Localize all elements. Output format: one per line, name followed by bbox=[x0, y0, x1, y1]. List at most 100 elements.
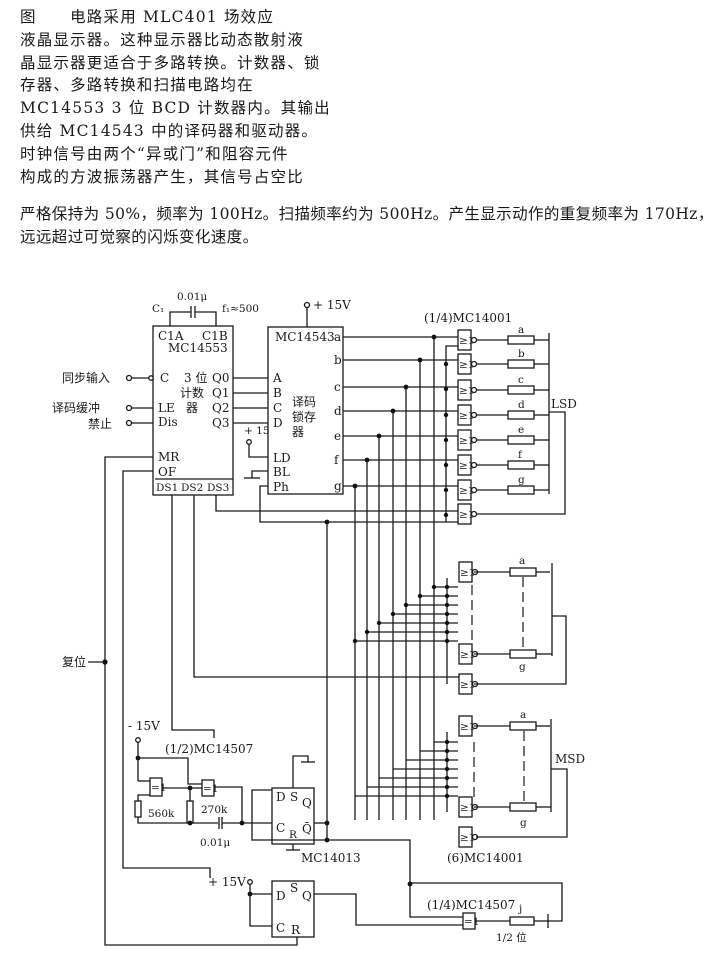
para-line: 液晶显示器。这种显示器比动态散射液 bbox=[20, 30, 304, 49]
neg-supply-label: - 15V bbox=[128, 719, 160, 733]
junction-dot bbox=[444, 766, 450, 772]
seg-out-b: b bbox=[334, 353, 342, 367]
lsd-resistor-d bbox=[507, 410, 535, 420]
osc-cap-label: 0.01μ bbox=[200, 837, 230, 849]
counter-name: MC14553 bbox=[168, 341, 228, 355]
junction-dot bbox=[390, 611, 396, 617]
inverter-bubble bbox=[470, 486, 478, 494]
nor-gate-symbol: ≥1 bbox=[459, 410, 474, 422]
nor-gate-symbol: ≥1 bbox=[460, 832, 475, 844]
lsd-seg-label: c bbox=[518, 374, 524, 386]
junction-dot bbox=[444, 775, 450, 781]
decode-buffer-label: 译码缓冲 bbox=[52, 400, 100, 415]
pin-c1b-label: C1B bbox=[202, 329, 228, 343]
junction-dot bbox=[444, 584, 450, 590]
lsd-label: LSD bbox=[551, 397, 577, 411]
junction-dot bbox=[444, 638, 450, 644]
external-inputs: 同步输入 译码缓冲 禁止 bbox=[52, 370, 154, 431]
xor-gate-2: =1 bbox=[203, 783, 218, 795]
nor-gate-symbol: ≥1 bbox=[459, 359, 474, 371]
decoder-chip: MC14543 + 15V A B C D LD BL Ph 译码 锁存 器 a… bbox=[244, 298, 460, 523]
decoder-supply-label: + 15V bbox=[313, 298, 351, 312]
pin-mr-label: MR bbox=[158, 450, 180, 464]
para-line: 供给 MC14543 中的译码器和驱动器。 bbox=[20, 121, 319, 140]
half-digit-label: 1/2 位 bbox=[496, 931, 527, 944]
junction-dot bbox=[376, 433, 382, 439]
pin-q3-label: Q3 bbox=[212, 416, 229, 430]
junction-dot bbox=[444, 739, 450, 745]
msd-display: a g MSD bbox=[473, 709, 585, 838]
cap-value-label: 0.01μ bbox=[177, 291, 207, 303]
seg-out-d: d bbox=[334, 404, 342, 418]
junction-dot bbox=[431, 334, 437, 340]
junction-dot bbox=[403, 602, 409, 608]
segment-bus bbox=[343, 334, 460, 820]
nor-gate-symbol: ≥1 bbox=[459, 485, 474, 497]
junction-dot bbox=[444, 784, 450, 790]
junction-dot bbox=[443, 487, 449, 493]
junction-dot bbox=[444, 593, 450, 599]
lsd-seg-label: e bbox=[518, 424, 524, 436]
r2-label: 270k bbox=[201, 804, 228, 816]
lsd-resistor-a bbox=[507, 335, 535, 345]
lsd-resistor-g bbox=[507, 485, 535, 495]
pin-ds2-label: DS2 bbox=[181, 482, 203, 494]
junction-dot bbox=[364, 629, 370, 635]
para-line: MC14553 3 位 BCD 计数器内。其输出 bbox=[20, 99, 331, 118]
junction-dot bbox=[444, 602, 450, 608]
para-line: 存器、多路转换和扫描电路均在 bbox=[20, 76, 254, 95]
decoder-func-label: 译码 bbox=[292, 395, 316, 409]
inverter-bubble bbox=[470, 461, 478, 469]
nor-gate-symbol: ≥1 bbox=[460, 679, 475, 691]
ff1-c: C bbox=[276, 821, 285, 835]
pin-b-in: B bbox=[273, 386, 282, 400]
oscillator: - 15V (1/2)MC14507 =1 =1 560k 270k 0.01μ bbox=[128, 719, 272, 849]
reset-label: 复位 bbox=[62, 654, 86, 669]
junction-dot bbox=[443, 386, 449, 392]
inverter-bubble bbox=[470, 386, 478, 394]
pin-ld-in: LD bbox=[273, 451, 291, 465]
junction-dot bbox=[390, 408, 396, 414]
junction-dot bbox=[443, 437, 449, 443]
nor-gate-symbol: ≥1 bbox=[460, 721, 475, 733]
nor-gate-symbol: ≥1 bbox=[460, 567, 475, 579]
seg-out-e: e bbox=[334, 429, 341, 443]
osc-chip-label: (1/2)MC14507 bbox=[165, 742, 253, 756]
para-line: 晶显示器更适合于多路转换。计数器、锁 bbox=[20, 53, 321, 72]
timing-capacitor: 0.01μ C₁ f₁≈500 bbox=[152, 291, 259, 326]
lsd-seg-label: b bbox=[518, 348, 525, 360]
nor-chip-label-bottom: (6)MC14001 bbox=[447, 851, 524, 865]
description-continuation: 严格保持为 50%，频率为 100Hz。扫描频率约为 500Hz。产生显示动作的… bbox=[20, 203, 710, 249]
lsd-seg-label: a bbox=[518, 324, 524, 336]
msd-label: MSD bbox=[555, 752, 585, 766]
inverter-bubble bbox=[470, 436, 478, 444]
pin-bl-in: BL bbox=[273, 465, 290, 479]
pin-le-label: LE bbox=[158, 401, 175, 415]
junction-dot bbox=[364, 457, 370, 463]
nor-gate-symbol: ≥1 bbox=[460, 649, 475, 661]
decoder-func-label: 器 bbox=[292, 425, 304, 439]
sync-input-label: 同步输入 bbox=[62, 370, 110, 385]
pin-of-label: OF bbox=[158, 465, 176, 479]
nor-gate-symbol: ≥1 bbox=[459, 385, 474, 397]
xor-gate-3: =1 bbox=[464, 916, 479, 928]
para-line: 图 电路采用 MLC401 场效应 bbox=[20, 8, 275, 26]
junction-dot bbox=[443, 512, 449, 518]
ld-supply-label: + 15 bbox=[244, 425, 270, 437]
counter-chip: C1A C1B MC14553 C LE Dis MR OF 3 位 计数 器 … bbox=[152, 325, 234, 496]
lsd-resistor-c bbox=[507, 385, 535, 395]
counter-func-label: 计数 bbox=[180, 385, 204, 400]
pin-c1a-label: C1A bbox=[158, 329, 184, 343]
half-digit-chip: (1/4)MC14507 bbox=[427, 898, 515, 912]
ff2-supply-label: + 15V bbox=[208, 875, 246, 889]
inverter-bubble bbox=[470, 336, 478, 344]
junction-dot bbox=[417, 593, 423, 599]
lsd-resistor-f bbox=[507, 460, 535, 470]
lsd-backplane bbox=[477, 411, 566, 515]
nor-gate-symbol: ≥1 bbox=[459, 435, 474, 447]
nor-gate-symbol: ≥1 bbox=[460, 802, 475, 814]
nor-gates: ≥1≥1≥1≥1≥1≥1≥1≥1≥1≥1≥1≥1≥1≥1 bbox=[457, 329, 479, 848]
lsd-seg-label: d bbox=[518, 399, 525, 411]
